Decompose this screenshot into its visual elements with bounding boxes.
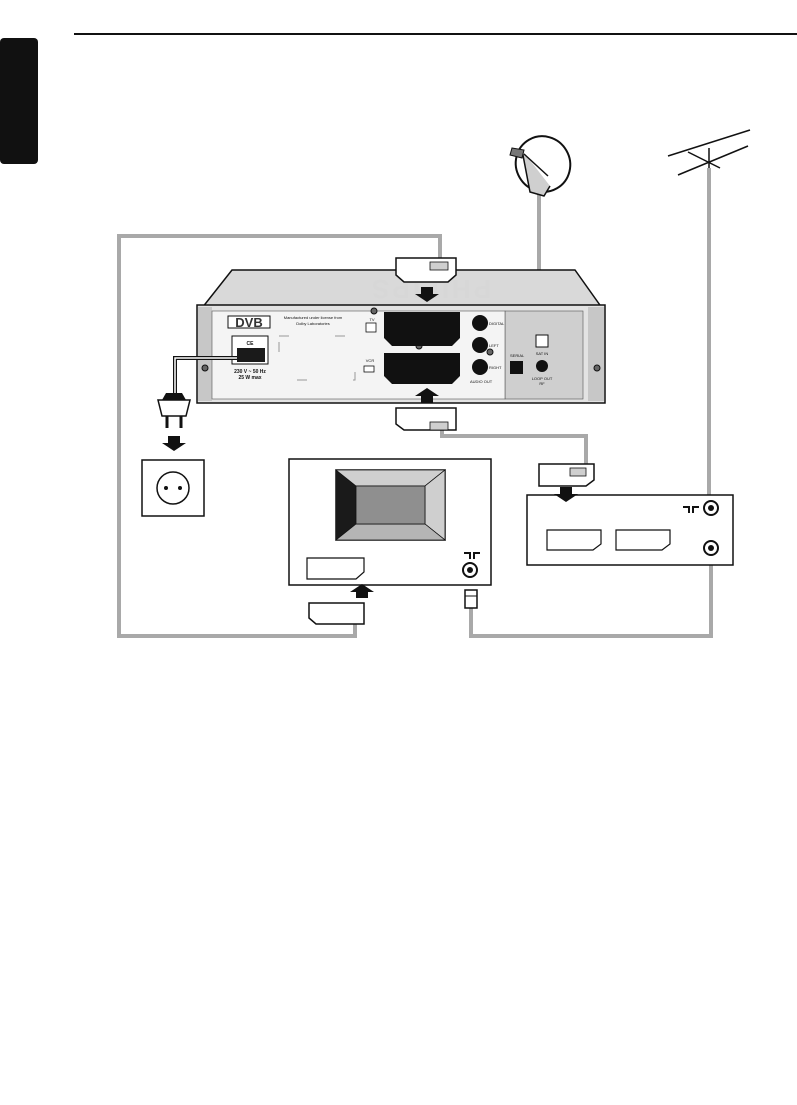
digital-label: DIGITAL [489,321,505,326]
tv-label: TV [369,317,374,322]
rf-plug-icon [464,589,478,609]
satellite-dish-icon [509,135,572,197]
antenna-socket-symbol-icon [683,506,699,513]
vcr-scart-cable [440,430,588,464]
left-label: LEFT [489,343,499,348]
tv-screen [355,485,426,525]
scart-plug-icon [395,407,457,431]
wall-socket-icon [141,459,205,517]
serial-label: SERIAL [510,353,525,358]
sat-in-connector[interactable] [536,360,548,372]
tv-scart-socket[interactable] [306,557,365,580]
arrow-up-icon [350,584,374,598]
antenna-socket-symbol-icon [464,552,480,559]
arrow-down-icon [554,487,578,502]
language-tab [0,38,38,164]
audio-out-label: AUDIO OUT [470,379,493,384]
power-plug-icon [157,356,237,428]
power-rating-2: 25 W max [238,375,261,381]
scart-plug-icon [308,602,365,625]
vcr-label: VCR [366,358,375,363]
arrow-down-icon [415,287,439,302]
vcr-unit [526,494,734,566]
loop-label: LOOP OUT [532,376,553,381]
vcr-scart-socket[interactable] [384,353,460,384]
right-audio-jack[interactable] [472,359,488,375]
left-audio-jack[interactable] [472,337,488,353]
power-rating-1: 230 V ~ 50 Hz [234,369,266,375]
cables [117,168,713,638]
television-unit [288,458,492,586]
tv-scart-cable [117,234,442,638]
arrow-down-icon [162,436,186,451]
scart-plug-icon [395,257,457,283]
right-label: RIGHT [489,365,502,370]
rf-cable [469,560,713,638]
antenna-icon [667,129,751,176]
sat-in-label: SAT IN [536,351,549,356]
approval-text-1: Manufactured under license from [284,315,343,320]
serial-port[interactable] [510,361,523,374]
vcr-scart-socket-2[interactable] [615,529,671,551]
dvb-logo: DVB [235,315,262,330]
approval-text-2: Dolby Laboratories [296,321,330,326]
digital-audio-jack[interactable] [472,315,488,331]
arrow-up-icon [415,388,439,403]
scart-plug-icon [538,463,595,487]
receiver-unit: PHILIPS DVB Manufactured under license f… [196,269,606,404]
loop-label-2: RF [539,381,545,386]
tv-scart-socket[interactable] [384,312,460,346]
vcr-scart-socket-1[interactable] [546,529,602,551]
ce-mark: CE [247,341,255,347]
